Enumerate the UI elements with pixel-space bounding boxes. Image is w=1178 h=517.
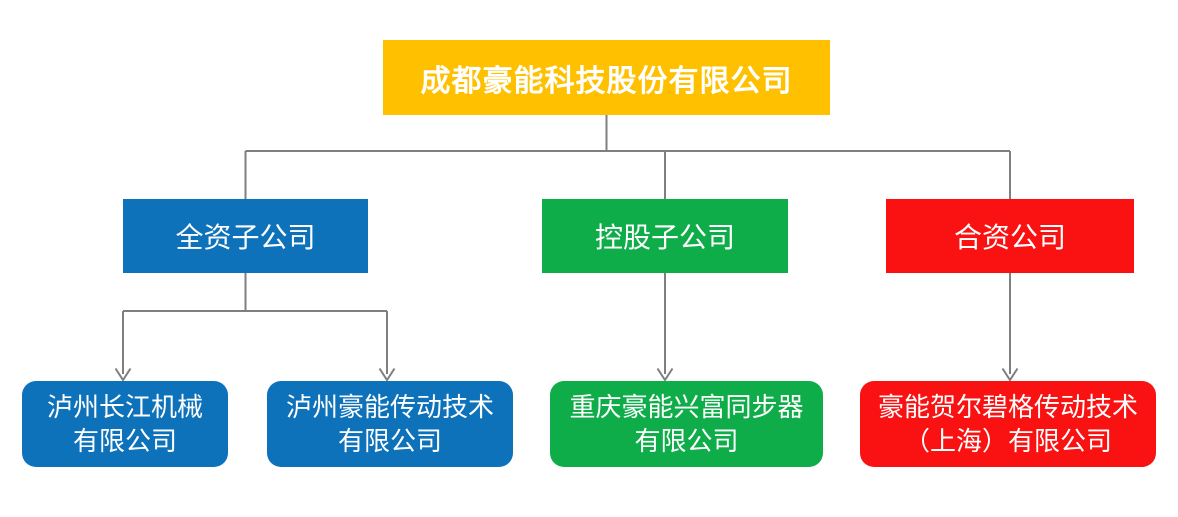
node-joint-venture-category: 合资公司	[886, 199, 1134, 273]
node-chongqing-xingfu: 重庆豪能兴富同步器 有限公司	[550, 381, 823, 467]
node-label: 合资公司	[953, 222, 1066, 253]
node-parent-company: 成都豪能科技股份有限公司	[383, 40, 830, 115]
node-label-line1: 豪能贺尔碧格传动技术	[877, 392, 1138, 422]
node-luzhou-changjiang: 泸州长江机械 有限公司	[22, 381, 228, 467]
down-arrowhead-icon	[656, 367, 674, 382]
down-arrowhead-icon	[1001, 367, 1019, 382]
node-label-line1: 泸州豪能传动技术	[285, 392, 494, 422]
down-arrowhead-icon	[114, 367, 132, 382]
node-label-line2: 有限公司	[337, 426, 442, 456]
node-label-line2: 有限公司	[72, 426, 177, 456]
node-label: 全资子公司	[175, 222, 316, 253]
node-label-line2: （上海）有限公司	[903, 426, 1112, 456]
node-luzhou-haoneng: 泸州豪能传动技术 有限公司	[267, 381, 513, 467]
node-label-line1: 重庆豪能兴富同步器	[569, 392, 804, 422]
node-label-line1: 泸州长江机械	[46, 392, 203, 422]
down-arrowhead-icon	[378, 367, 396, 382]
node-haoneng-hoerbiger-shanghai: 豪能贺尔碧格传动技术 （上海）有限公司	[860, 381, 1156, 467]
node-wholly-owned-category: 全资子公司	[123, 199, 368, 273]
node-label: 成都豪能科技股份有限公司	[420, 64, 793, 98]
node-label-line2: 有限公司	[634, 426, 739, 456]
node-label: 控股子公司	[594, 222, 735, 253]
node-holding-category: 控股子公司	[542, 199, 788, 273]
